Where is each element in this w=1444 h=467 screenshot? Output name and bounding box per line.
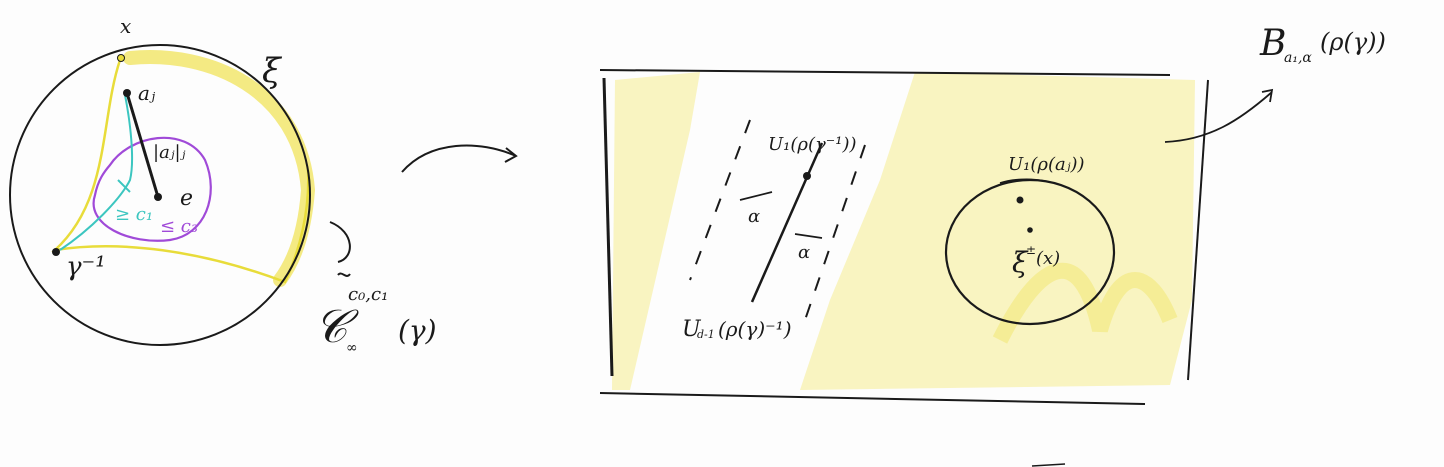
label-aj: aⱼ <box>138 81 156 105</box>
label-x: x <box>120 14 131 38</box>
purple-neighborhood <box>92 136 212 242</box>
stray-mark <box>1031 463 1066 467</box>
teal-geodesic <box>59 94 134 251</box>
outer-circle <box>9 44 311 346</box>
label-b-sub: a₁,α <box>1284 50 1312 66</box>
label-ud: U <box>682 317 702 342</box>
label-le-c3: ≤ c₃ <box>160 216 198 237</box>
curly-arrow <box>329 221 351 263</box>
label-xi: ξ <box>262 51 283 91</box>
label-gamma-inv: γ⁻¹ <box>66 252 106 282</box>
alpha-tick-2 <box>794 233 823 239</box>
label-b-arg: (ρ(γ)) <box>1320 28 1386 56</box>
curly-c-label: 𝒞 ∞ c₀,c₁ (γ) <box>314 284 437 356</box>
point-gamma-inv <box>52 248 60 256</box>
ball-tick <box>999 178 1046 184</box>
label-curly-c-arg: (γ) <box>398 314 437 347</box>
label-xi-x: ξ <box>1012 246 1029 279</box>
label-curly-c-sub: ∞ <box>346 340 358 356</box>
dashed-line-left <box>689 119 751 281</box>
yellow-region-outline <box>51 59 310 284</box>
label-ud-arg: (ρ(γ)⁻¹) <box>718 317 792 341</box>
yellow-strokes-lower <box>992 262 1178 344</box>
b-pointer-head <box>1261 88 1274 103</box>
label-xi-x-sup: ± <box>1026 243 1036 257</box>
segment-aj-e <box>125 92 160 198</box>
point-inner-1 <box>1016 196 1024 204</box>
label-xi-x-arg: (x) <box>1036 248 1060 269</box>
b-pointer <box>1164 91 1273 143</box>
label-u1-top: U₁(ρ(γ⁻¹)) <box>768 134 857 155</box>
left-figure: x ξ aⱼ |aⱼ|ⱼ e ≥ c₁ ≤ c₃ γ⁻¹ <box>9 14 351 346</box>
label-b: B <box>1259 23 1286 64</box>
yellow-region-left <box>612 72 700 390</box>
yellow-hatching-arc <box>123 50 316 287</box>
point-x <box>117 54 125 62</box>
teal-tick <box>117 179 131 193</box>
dashed-line-right <box>804 144 866 321</box>
frame-bottom <box>599 392 1146 405</box>
map-arrow <box>401 144 517 173</box>
label-e: e <box>180 186 193 211</box>
map-arrow-head <box>504 147 518 163</box>
frame-right <box>1187 79 1209 381</box>
label-curly-c-sup: c₀,c₁ <box>348 284 388 305</box>
point-e <box>154 193 162 201</box>
label-alpha-2: α <box>798 242 810 263</box>
point-u1-top <box>803 172 811 180</box>
solid-line <box>750 142 824 303</box>
yellow-region-right <box>800 72 1195 390</box>
frame-top <box>599 69 1171 76</box>
point-aj <box>123 89 131 97</box>
label-aj-bracket: |aⱼ|ⱼ <box>153 142 186 163</box>
label-geq-c1: ≥ c₁ <box>115 204 153 225</box>
label-alpha-1: α <box>748 206 760 227</box>
label-u1-aj: U₁(ρ(aⱼ)) <box>1008 154 1085 175</box>
right-figure: α α U₁(ρ(γ⁻¹)) U d-1 (ρ(γ)⁻¹) U₁(ρ(aⱼ)) … <box>599 23 1386 467</box>
tilde-mark <box>337 272 351 277</box>
label-ud-sub: d-1 <box>697 328 715 341</box>
alpha-tick-1 <box>739 191 773 201</box>
frame-left <box>602 77 614 377</box>
point-inner-2 <box>1027 227 1033 233</box>
